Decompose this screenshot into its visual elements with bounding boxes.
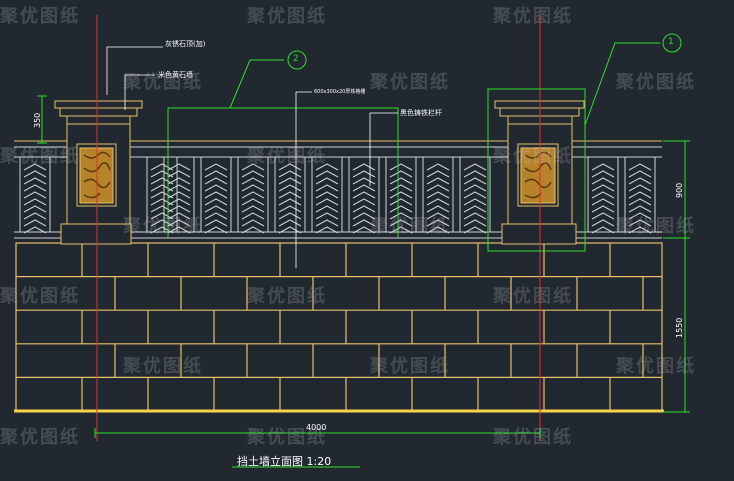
rail-bar	[587, 157, 619, 232]
drawing-title: 挡土墙立面图 1:20	[237, 455, 332, 468]
rail-bar	[311, 157, 343, 232]
watermark: 聚优图纸	[370, 72, 450, 93]
masonry-wall	[15, 242, 663, 412]
watermark: 聚优图纸	[616, 216, 696, 237]
rail-bar	[385, 157, 417, 232]
rail-bar	[426, 163, 450, 234]
callout-2-label: 2	[293, 54, 299, 64]
watermark: 聚优图纸	[493, 6, 573, 27]
watermark: 聚优图纸	[0, 6, 80, 27]
watermark: 聚优图纸	[616, 356, 696, 377]
watermark: 聚优图纸	[0, 427, 80, 448]
watermark: 聚优图纸	[370, 356, 450, 377]
rail-bar	[389, 163, 413, 234]
dimension-cap-height: 350	[33, 112, 42, 128]
watermark: 聚优图纸	[493, 427, 573, 448]
annotation-rail: 黑色铸铁栏杆	[400, 109, 442, 117]
rail-bar	[241, 163, 265, 234]
rail-bar	[167, 163, 191, 234]
rail-bar	[204, 163, 228, 234]
rail-bar	[315, 163, 339, 234]
watermark: 聚优图纸	[247, 427, 327, 448]
panel-ornament	[83, 151, 552, 199]
ornamental-panel	[520, 147, 556, 204]
dimension-rail-height: 900	[675, 182, 684, 198]
rail-bar	[146, 157, 178, 232]
watermark: 聚优图纸	[0, 286, 80, 307]
leaders	[37, 33, 690, 468]
rail-bar	[624, 157, 656, 232]
rail-bar	[591, 163, 615, 234]
rail-bar	[19, 157, 51, 232]
dimension-overall-width: 4000	[306, 423, 327, 432]
rail-bar	[459, 157, 491, 232]
rail-bar	[463, 163, 487, 234]
rail-bar	[23, 163, 47, 234]
annotation-cap: 灰锈石顶(加)	[165, 40, 206, 48]
callout-1-label: 1	[668, 37, 674, 47]
rail-bar	[163, 157, 195, 232]
watermark: 聚优图纸	[0, 146, 80, 167]
rail-bar	[200, 157, 232, 232]
annotation-grille: 600x300x20厚铁格栅	[314, 89, 366, 95]
dimension-wall-height: 1550	[675, 317, 684, 338]
watermark: 聚优图纸	[123, 216, 203, 237]
watermark: 聚优图纸	[123, 356, 203, 377]
watermark: 聚优图纸	[247, 6, 327, 27]
rail-bar	[237, 157, 269, 232]
watermark: 聚优图纸	[247, 146, 327, 167]
centerlines	[96, 15, 541, 441]
rail-bar	[348, 157, 380, 232]
rail-bar	[274, 157, 306, 232]
watermark: 聚优图纸	[370, 216, 450, 237]
rail-bar	[628, 163, 652, 234]
watermark: 聚优图纸	[616, 72, 696, 93]
rail-bar	[278, 163, 302, 234]
callout-2	[287, 50, 307, 70]
callout-1	[662, 33, 682, 53]
watermark: 聚优图纸	[493, 286, 573, 307]
annotation-block: 米色黄石墙	[158, 71, 193, 79]
watermark: 聚优图纸	[123, 72, 203, 93]
annotation-leaders	[106, 46, 398, 268]
watermark: 聚优图纸	[247, 286, 327, 307]
watermark: 聚优图纸	[493, 146, 573, 167]
rail-bar	[352, 163, 376, 234]
rail-bar	[150, 163, 174, 234]
rail-bar	[422, 157, 454, 232]
